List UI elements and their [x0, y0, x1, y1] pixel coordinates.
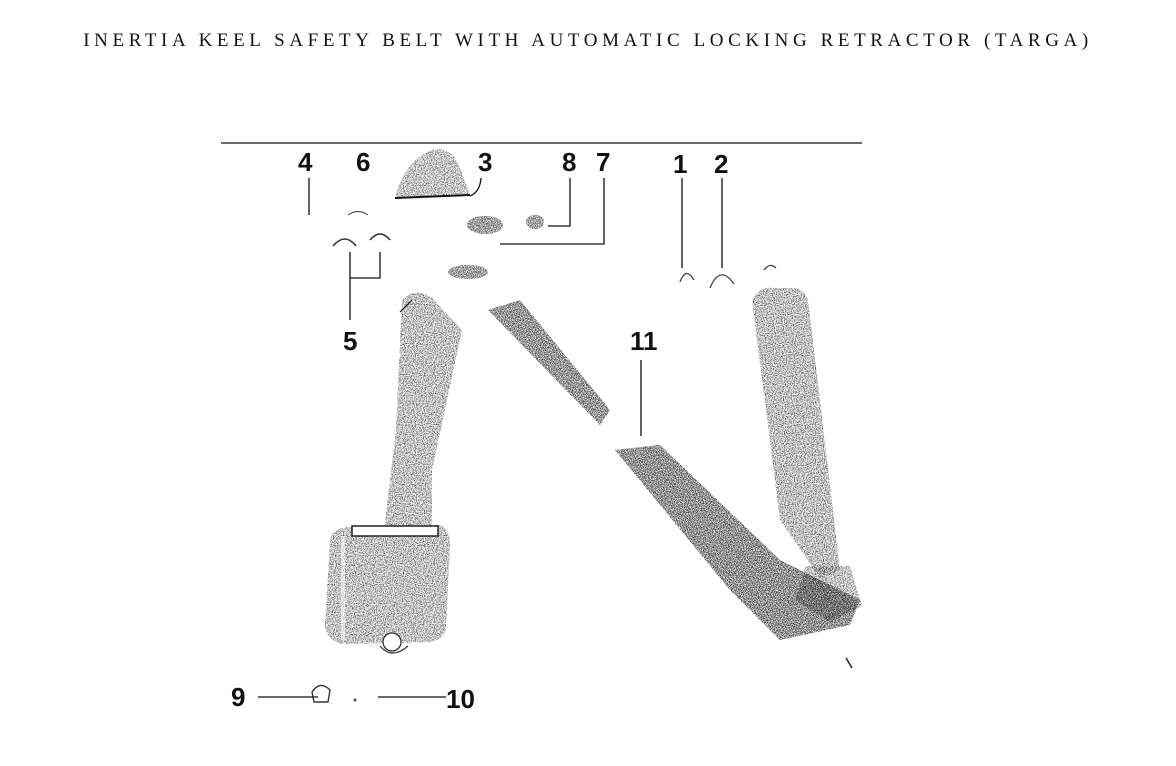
- callout-7: 7: [596, 147, 610, 177]
- callout-1: 1: [673, 149, 687, 179]
- page-title: INERTIA KEEL SAFETY BELT WITH AUTOMATIC …: [83, 30, 1093, 51]
- right-belt-strap: [752, 287, 862, 669]
- part-8-hardware: [448, 215, 544, 279]
- callout-labels: 4 6 3 8 7 1 2 5 11 9 10: [231, 147, 728, 714]
- callout-4: 4: [298, 147, 313, 177]
- part-3-cover-cap: [394, 149, 471, 199]
- leader-lines: [258, 177, 723, 698]
- callout-9: 9: [231, 682, 245, 712]
- callout-6: 6: [356, 147, 370, 177]
- callout-3: 3: [478, 147, 492, 177]
- callout-8: 8: [562, 147, 576, 177]
- callout-5: 5: [343, 326, 357, 356]
- part-1-2-washers: [679, 264, 777, 289]
- callout-11: 11: [630, 326, 658, 356]
- left-belt-strap: [384, 292, 462, 530]
- retractor-housing: [325, 525, 450, 654]
- callout-2: 2: [714, 149, 728, 179]
- callout-10: 10: [446, 684, 475, 714]
- part-9-bolt: [311, 684, 331, 703]
- part-10-nut: [353, 698, 357, 702]
- part-5-bolts: [332, 211, 391, 247]
